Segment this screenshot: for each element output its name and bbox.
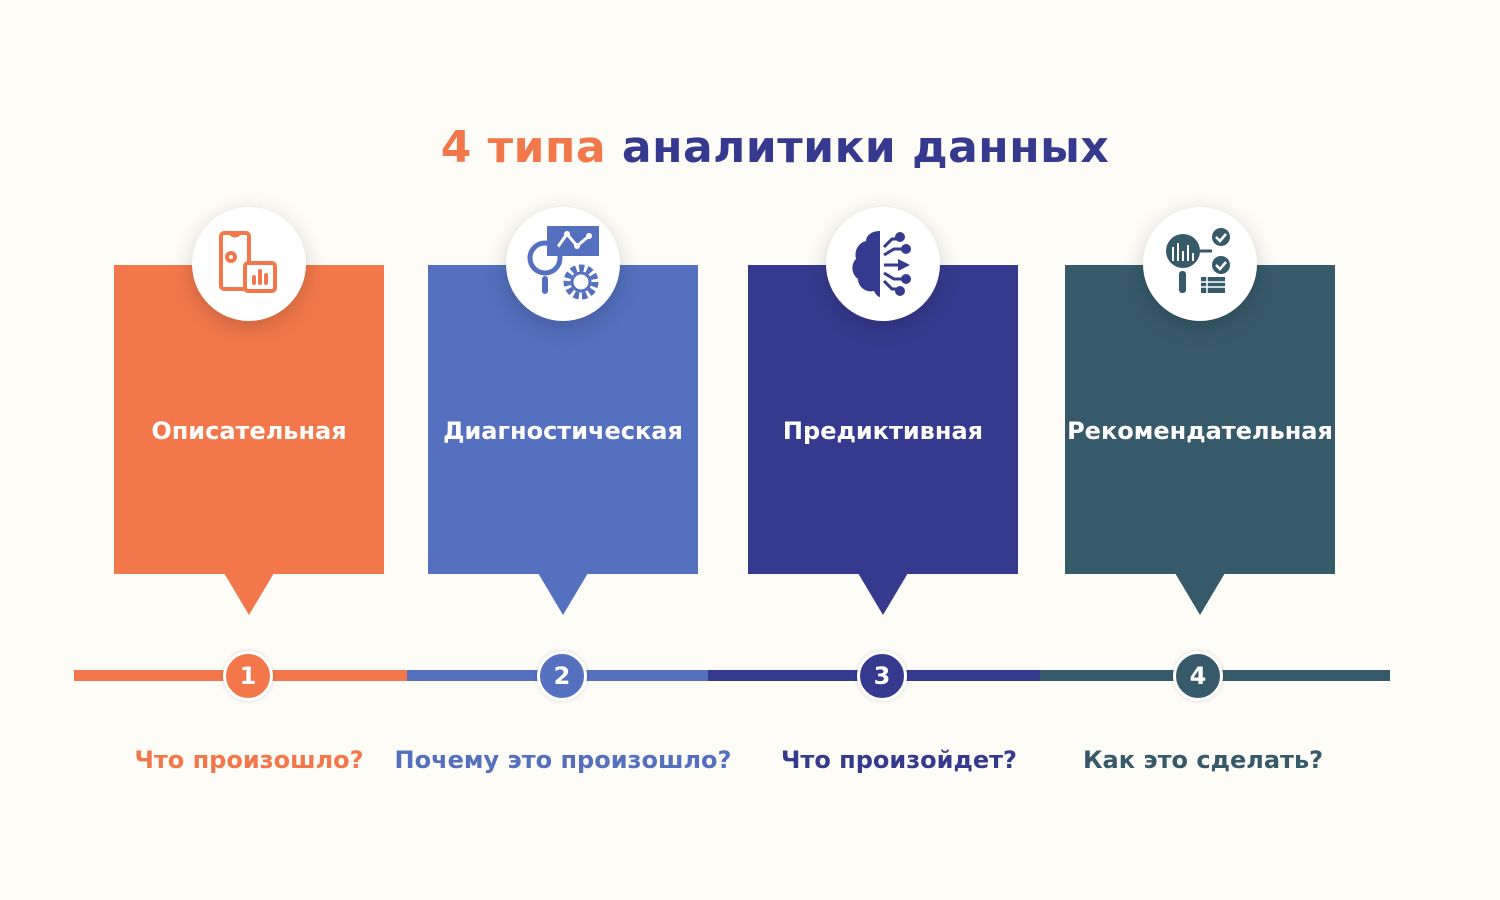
card-pointer xyxy=(224,573,274,615)
step-number-2: 2 xyxy=(537,651,587,701)
magnifier-checklist-icon xyxy=(1143,207,1257,321)
step-number-1: 1 xyxy=(223,651,273,701)
step-number-3: 3 xyxy=(857,651,907,701)
card-predictive: Предиктивная xyxy=(748,207,1018,615)
question-3: Что произойдет? xyxy=(781,746,1017,774)
question-4: Как это сделать? xyxy=(1082,746,1324,774)
card-descriptive: Описательная xyxy=(114,207,384,615)
question-1: Что произошло? xyxy=(134,746,364,774)
step-number-4: 4 xyxy=(1173,651,1223,701)
brain-circuit-icon xyxy=(826,207,940,321)
magnifier-gear-chart-icon xyxy=(506,207,620,321)
card-label: Предиктивная xyxy=(782,417,984,445)
card-label: Диагностическая xyxy=(443,417,683,445)
card-pointer xyxy=(538,573,588,615)
page-title: 4 типа аналитики данных xyxy=(440,122,1110,173)
phone-chart-icon xyxy=(192,207,306,321)
card-pointer xyxy=(1175,573,1225,615)
card-diagnostic: Диагностическая xyxy=(428,207,698,615)
card-pointer xyxy=(858,573,908,615)
card-prescriptive: Рекомендательная xyxy=(1065,207,1335,615)
card-label: Описательная xyxy=(151,417,347,445)
question-2: Почему это произошло? xyxy=(394,746,732,774)
card-label: Рекомендательная xyxy=(1067,417,1333,445)
